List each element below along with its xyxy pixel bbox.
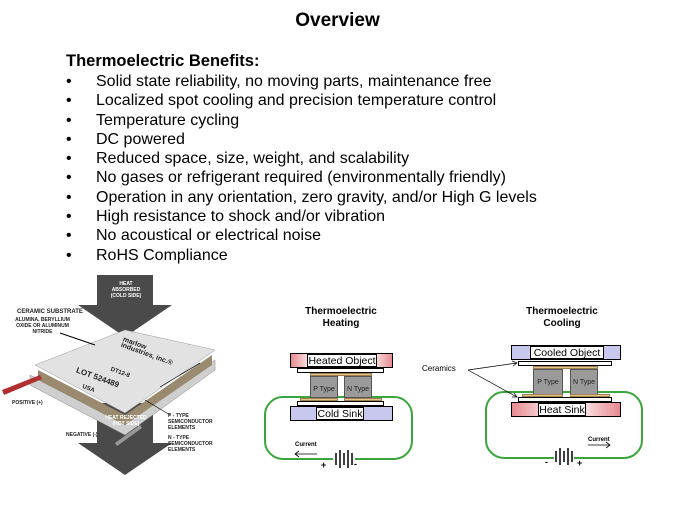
benefit-item: • High resistance to shock and/or vibrati…: [66, 207, 537, 226]
bullet-icon: •: [66, 246, 72, 264]
bottom-conductor-left: [300, 398, 338, 401]
benefit-text: Operation in any orientation, zero gravi…: [96, 188, 537, 206]
cooled-object-label: Cooled Object: [530, 346, 604, 359]
bottom-conductor-left: [522, 394, 563, 397]
benefit-text: Reduced space, size, weight, and scalabi…: [96, 150, 410, 168]
current-arrow-left: [294, 450, 317, 458]
battery-icon: [555, 448, 573, 465]
cooling-minus: -: [545, 457, 548, 467]
positive-label: POSITIVE (+): [12, 400, 43, 406]
benefit-text: Temperature cycling: [96, 111, 240, 129]
benefit-item: • Solid state reliability, no moving part…: [66, 72, 537, 91]
benefit-item: • RoHS Compliance: [66, 246, 537, 265]
n-type-element: N Type: [570, 369, 598, 396]
bottom-ceramic: [518, 397, 612, 402]
bottom-conductor-right: [570, 394, 610, 397]
bullet-icon: •: [66, 208, 72, 226]
heating-minus: -: [354, 459, 357, 469]
ceramic-substrate-label: CERAMIC SUBSTRATE: [17, 309, 83, 315]
heating-plus: +: [321, 460, 327, 470]
heat-absorbed-arrow: [78, 275, 172, 337]
module-top-plate: [34, 329, 216, 414]
heat-absorbed-label: HEAT ABSORBED(COLD SIDE): [110, 281, 142, 299]
benefit-item: • No gases or refrigerant required (envir…: [66, 168, 537, 187]
benefits-list: • Solid state reliability, no moving part…: [66, 72, 537, 265]
benefit-item: • Operation in any orientation, zero grav…: [66, 188, 537, 207]
bullet-icon: •: [66, 150, 72, 168]
positive-wire: [2, 375, 42, 395]
p-type-element: P Type: [310, 376, 338, 398]
benefit-text: High resistance to shock and/or vibratio…: [96, 208, 386, 226]
bullet-icon: •: [66, 111, 72, 129]
cold-sink-label: Cold Sink: [316, 407, 364, 420]
p-type-element: P Type: [533, 369, 563, 396]
benefit-item: • DC powered: [66, 130, 537, 149]
benefit-text: No acoustical or electrical noise: [96, 227, 321, 245]
bullet-icon: •: [66, 227, 72, 245]
bullet-icon: •: [66, 188, 72, 206]
benefit-item: • Reduced space, size, weight, and scalab…: [66, 149, 537, 168]
top-conductor: [310, 373, 372, 376]
benefit-text: Solid state reliability, no moving parts…: [96, 73, 492, 90]
n-type-label: N - TYPE SEMICONDUCTOR ELEMENTS: [168, 435, 213, 453]
benefits-heading: Thermoelectric Benefits:: [66, 52, 260, 70]
p-type-label: P - TYPE SEMICONDUCTOR ELEMENTS: [168, 413, 213, 431]
n-type-element: N Type: [344, 376, 372, 398]
top-ceramic: [518, 361, 612, 366]
thermoelectric-module-image: HEAT ABSORBED(COLD SIDE) HEAT REJECTED(H…: [0, 275, 250, 475]
top-ceramic: [297, 368, 384, 373]
bullet-icon: •: [66, 130, 72, 148]
heating-current-label: Current: [295, 442, 317, 448]
heat-sink-label: Heat Sink: [538, 403, 586, 416]
bottom-ceramic: [297, 401, 384, 406]
bullet-icon: •: [66, 92, 72, 110]
cooling-plus: +: [577, 458, 583, 468]
benefit-item: • Temperature cycling: [66, 111, 537, 130]
current-arrow-right: [588, 441, 611, 449]
bullet-icon: •: [66, 169, 72, 187]
benefit-text: No gases or refrigerant required (enviro…: [96, 169, 506, 187]
battery-icon: [335, 450, 353, 468]
ceramics-label: Ceramics: [422, 364, 456, 373]
module-elements: [38, 355, 212, 425]
ceramics-pointer-arrows: [467, 360, 518, 398]
ceramic-materials-label: ALUMINA, BERYLLIUM OXIDE OR ALUMINUM NIT…: [15, 317, 70, 335]
negative-label: NEGATIVE (-): [66, 432, 98, 438]
negative-wire: [115, 425, 142, 446]
heat-rejected-label: HEAT REJECTED(HOT SIDE): [105, 415, 147, 427]
benefit-item: • No acoustical or electrical noise: [66, 226, 537, 245]
benefit-text: RoHS Compliance: [96, 246, 228, 264]
bullet-icon: •: [66, 73, 72, 90]
top-conductor: [533, 366, 598, 369]
slide-title: Overview: [295, 10, 380, 31]
benefit-item: • Localized spot cooling and precision te…: [66, 91, 537, 110]
cooling-current-label: Current: [588, 437, 610, 443]
benefit-text: DC powered: [96, 130, 185, 148]
heated-object-label: Heated Object: [307, 354, 377, 367]
benefit-text: Localized spot cooling and precision tem…: [96, 92, 497, 110]
bottom-conductor-right: [344, 398, 382, 401]
